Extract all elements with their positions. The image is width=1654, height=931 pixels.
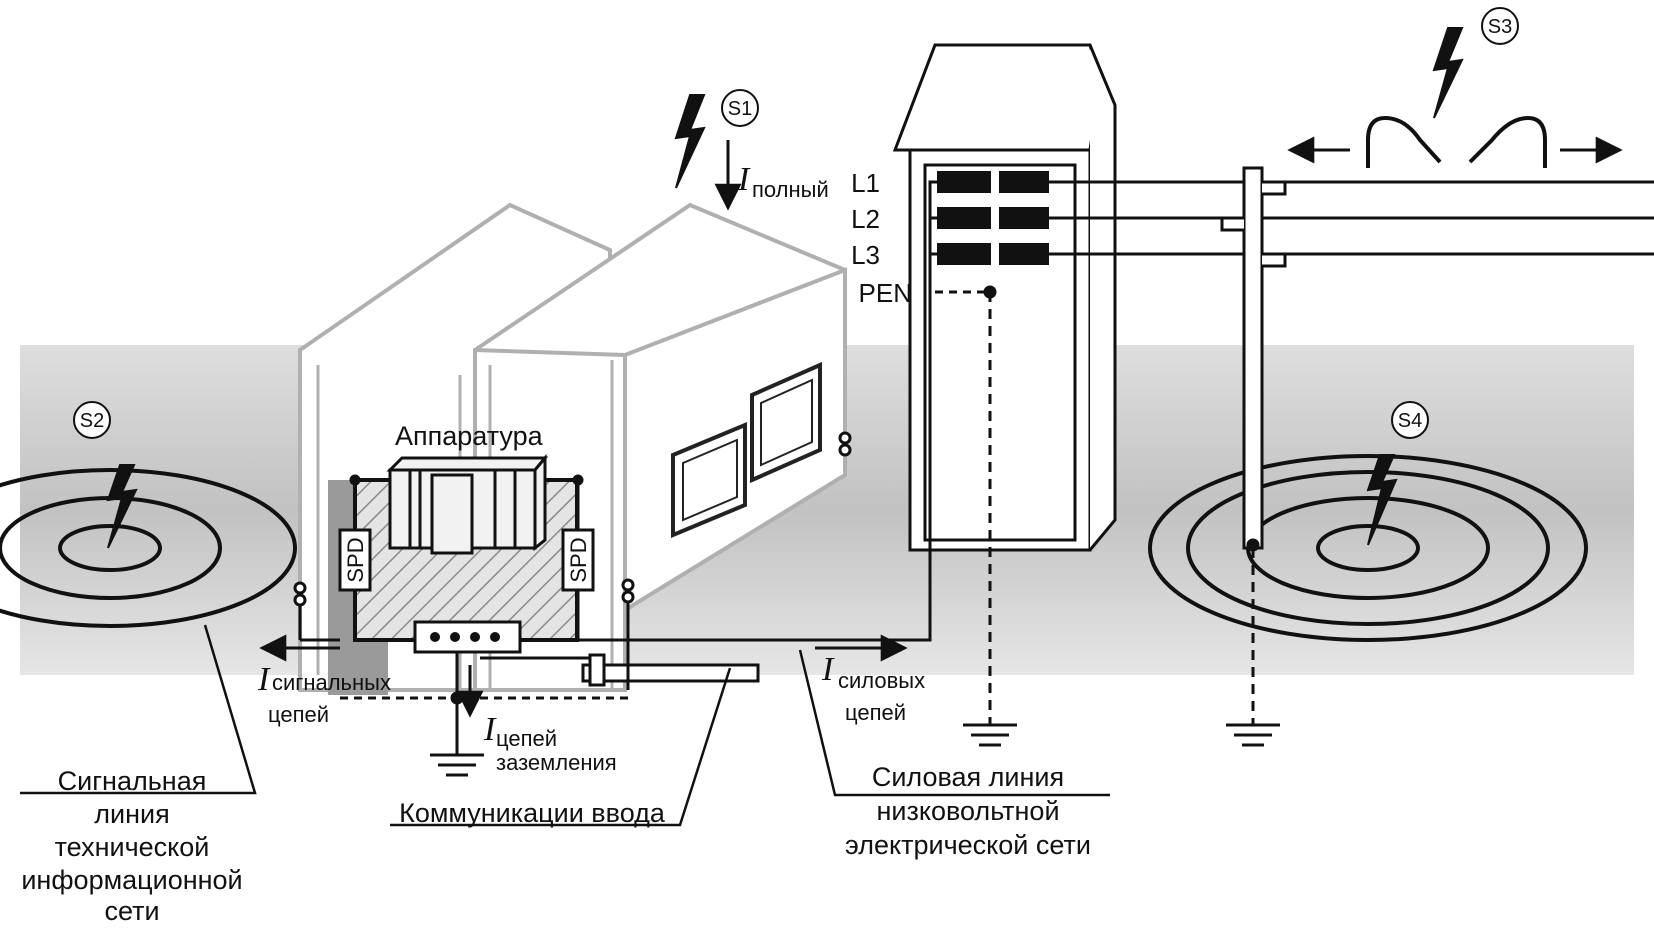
s3-marker: S3 <box>1481 7 1519 45</box>
pen-label: PEN <box>859 278 912 308</box>
total-current-symbol: I <box>737 161 751 198</box>
spd-left-label: SPD <box>343 537 368 582</box>
signal-current-symbol: I <box>257 661 271 698</box>
s3-label: S3 <box>1488 16 1512 38</box>
building-terminals <box>838 431 852 457</box>
signal-line-caption-4: информационной <box>21 865 242 895</box>
signal-current-label-1: сигнальных <box>272 670 391 695</box>
equipment-title: Аппаратура <box>395 421 544 451</box>
s2-label: S2 <box>80 410 104 432</box>
lightning-bolt-s4 <box>1366 454 1398 546</box>
signal-line <box>293 581 340 642</box>
lightning-bolt-s1 <box>674 94 706 189</box>
power-line-caption-1: Силовая линия <box>872 762 1064 792</box>
power-current-label-2: цепей <box>845 700 906 725</box>
s4-marker: S4 <box>1391 401 1429 439</box>
signal-line-caption-1: Сигнальная <box>58 766 207 796</box>
pole <box>1220 166 1287 747</box>
power-line-caption-3: электрической сети <box>845 830 1091 860</box>
earth-current-label-2: заземления <box>496 750 617 775</box>
phase-l3-label: L3 <box>851 240 880 270</box>
earthing-busbar <box>413 620 522 654</box>
substation <box>892 43 1117 552</box>
substation-internal-wiring <box>928 180 1017 747</box>
substation-busbars <box>937 171 1049 265</box>
equipment-rack <box>386 453 549 555</box>
phase-l2-label: L2 <box>851 204 880 234</box>
earth-current-symbol: I <box>483 711 497 748</box>
overhead-lines <box>1048 180 1654 256</box>
caption-leaders <box>20 624 1110 827</box>
s1-marker: S1 <box>721 89 759 127</box>
building-windows <box>671 361 822 538</box>
power-line-caption-2: низковольтной <box>876 796 1059 826</box>
equipment-wiring <box>349 474 584 640</box>
signal-line-caption-2: линия <box>94 799 169 829</box>
signal-current-label-2: цепей <box>268 702 329 727</box>
power-line <box>578 555 932 690</box>
lightning-bolt-s2 <box>106 464 138 549</box>
power-current-symbol: I <box>821 651 835 688</box>
s1-label: S1 <box>728 98 752 120</box>
power-current-label-1: силовых <box>838 668 925 693</box>
s4-label: S4 <box>1398 410 1422 432</box>
surge-waves <box>1366 115 1547 168</box>
inputs-caption: Коммуникации ввода <box>399 798 666 828</box>
s4-impact-rings <box>1148 454 1588 642</box>
s2-marker: S2 <box>73 401 111 439</box>
signal-line-caption-3: технической <box>55 832 210 862</box>
spd-right-label: SPD <box>566 537 591 582</box>
lightning-bolt-s3 <box>1432 27 1464 119</box>
signal-line-caption-5: сети <box>104 896 159 926</box>
earth-current-label-1: цепей <box>496 726 557 751</box>
phase-l1-label: L1 <box>851 168 880 198</box>
total-current-label: полный <box>752 177 829 202</box>
